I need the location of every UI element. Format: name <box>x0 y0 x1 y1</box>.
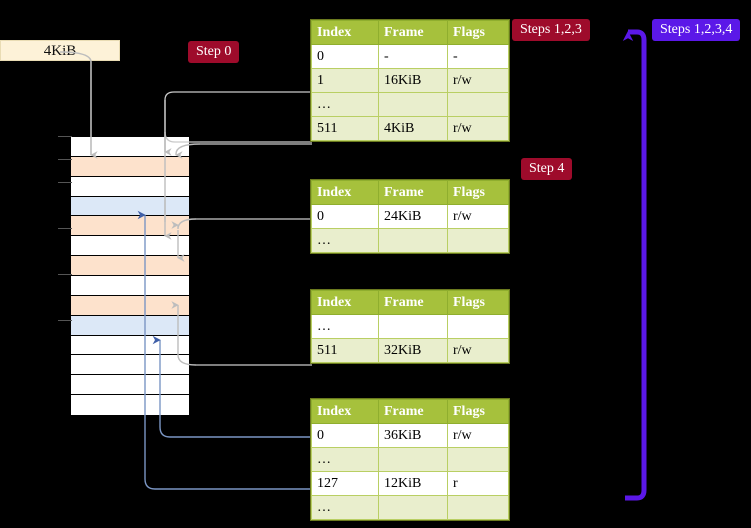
cell-flags <box>447 447 509 472</box>
cell-frame <box>378 92 448 117</box>
memory-tick <box>58 274 72 275</box>
cell-frame: 32KiB <box>378 338 448 363</box>
table-row: 0-- <box>311 44 509 69</box>
cell-flags: r/w <box>447 204 509 229</box>
cell-index: 1 <box>311 68 379 93</box>
cell-frame: 16KiB <box>378 68 448 93</box>
col-header-frame: Frame <box>378 399 448 424</box>
cell-index: 0 <box>311 423 379 448</box>
table-row: … <box>311 92 509 117</box>
cell-frame: - <box>378 44 448 69</box>
col-header-index: Index <box>311 399 379 424</box>
memory-frame <box>71 256 189 276</box>
table-row: … <box>311 228 509 253</box>
cell-frame <box>378 495 448 520</box>
memory-frame <box>71 355 189 376</box>
cell-flags: r/w <box>447 338 509 363</box>
memory-frame <box>71 375 189 396</box>
col-header-flags: Flags <box>447 290 509 315</box>
col-header-flags: Flags <box>447 399 509 424</box>
cell-frame: 12KiB <box>378 471 448 496</box>
cell-frame <box>378 314 448 339</box>
cell-frame: 36KiB <box>378 423 448 448</box>
cell-index: … <box>311 314 379 339</box>
memory-tick <box>58 159 72 160</box>
cell-flags <box>447 495 509 520</box>
memory-frame <box>71 196 189 217</box>
col-header-frame: Frame <box>378 20 448 45</box>
link-t1-511-to-memory <box>164 91 312 143</box>
cell-frame: 4KiB <box>378 116 448 141</box>
cell-frame <box>378 447 448 472</box>
col-header-flags: Flags <box>447 180 509 205</box>
col-header-flags: Flags <box>447 20 509 45</box>
step-0-badge: Step 0 <box>188 41 240 63</box>
cell-index: 0 <box>311 44 379 69</box>
memory-tick <box>58 228 72 229</box>
memory-tick <box>58 320 72 321</box>
table-header-row: Index Frame Flags <box>311 180 509 205</box>
col-header-frame: Frame <box>378 290 448 315</box>
memory-frame <box>71 216 189 237</box>
memory-tick <box>58 136 72 137</box>
cell-flags: r/w <box>447 68 509 93</box>
cell-index: … <box>311 228 379 253</box>
cell-flags <box>447 228 509 253</box>
memory-frame <box>71 395 189 415</box>
memory-frame <box>71 295 189 316</box>
memory-frame <box>71 156 189 177</box>
cell-flags: - <box>447 44 509 69</box>
memory-frame <box>71 335 189 356</box>
cell-flags: r/w <box>447 423 509 448</box>
cell-index: … <box>311 447 379 472</box>
table-row: … <box>311 447 509 472</box>
memory-frame <box>71 315 189 336</box>
col-header-index: Index <box>311 20 379 45</box>
col-header-frame: Frame <box>378 180 448 205</box>
cell-index: 0 <box>311 204 379 229</box>
cell-frame <box>378 228 448 253</box>
cell-index: 511 <box>311 338 379 363</box>
cell-frame: 24KiB <box>378 204 448 229</box>
col-header-index: Index <box>311 290 379 315</box>
physical-memory-column <box>70 136 190 415</box>
step-4-badge: Step 4 <box>521 158 573 180</box>
table-header-row: Index Frame Flags <box>311 290 509 315</box>
link-t4-127-tail <box>144 420 312 490</box>
table-header-row: Index Frame Flags <box>311 20 509 45</box>
cell-flags: r/w <box>447 116 509 141</box>
memory-frame <box>71 137 189 157</box>
table-row: … <box>311 314 509 339</box>
table-header-row: Index Frame Flags <box>311 399 509 424</box>
memory-frame <box>71 176 189 197</box>
table-row: … <box>311 495 509 520</box>
cell-flags <box>447 314 509 339</box>
steps-1234-badge: Steps 1,2,3,4 <box>652 19 741 41</box>
cell-index: … <box>311 92 379 117</box>
cell-index: 127 <box>311 471 379 496</box>
cell-flags: r <box>447 471 509 496</box>
memory-frame <box>71 276 189 296</box>
steps-123-badge: Steps 1,2,3 <box>512 19 590 41</box>
arrow-steps-1234-bracket <box>622 29 647 501</box>
memory-frame <box>71 236 189 257</box>
col-header-index: Index <box>311 180 379 205</box>
cell-index: … <box>311 495 379 520</box>
memory-tick <box>58 182 72 183</box>
memory-size-label: 4KiB <box>0 40 120 61</box>
cell-index: 511 <box>311 116 379 141</box>
cell-flags <box>447 92 509 117</box>
